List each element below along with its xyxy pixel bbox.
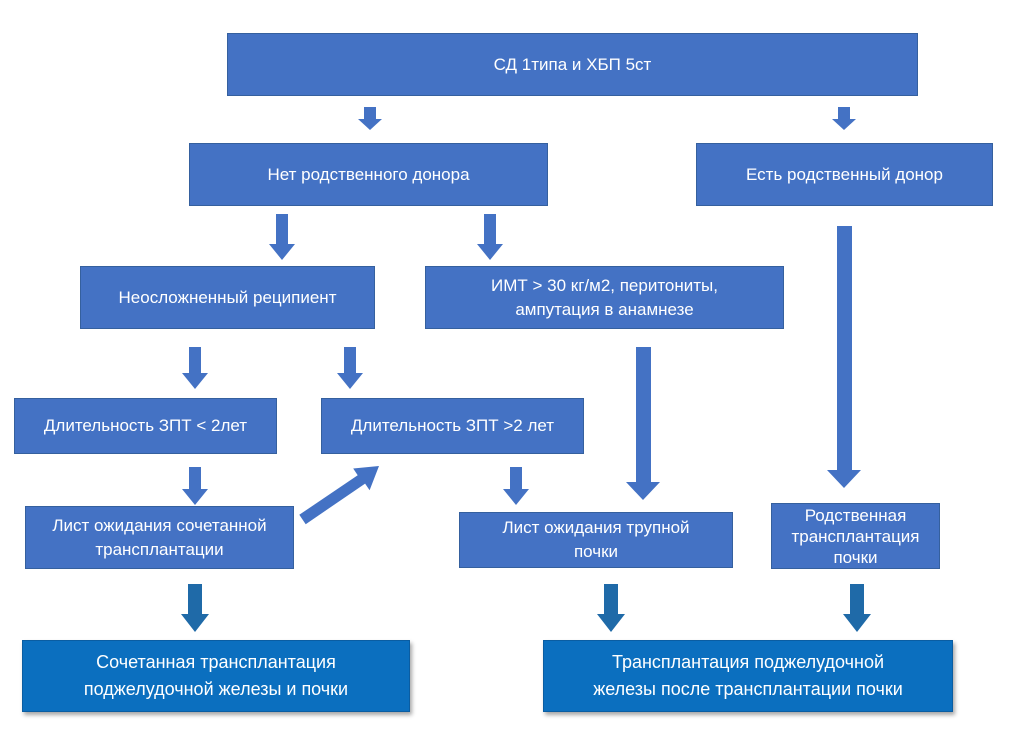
arrow-no-donor-to-imt <box>477 214 503 260</box>
node-pak-tx: Трансплантация поджелудочной железы посл… <box>543 640 953 712</box>
node-rrt-less-2-label: Длительность ЗПТ < 2лет <box>43 416 248 435</box>
node-waitlist-cadaver-line-1: Лист ожидания трупной <box>502 518 690 537</box>
arrow-waitlist-cadaver-to-pak-tx <box>597 584 625 632</box>
arrow-has-donor-to-related-tx <box>827 226 861 488</box>
arrow-root-to-has-donor <box>832 107 856 130</box>
node-no-donor: Нет родственного донора <box>189 143 548 206</box>
node-imt: ИМТ > 30 кг/м2, перитониты, ампутация в … <box>425 266 784 329</box>
node-combined-tx-line-1: Сочетанная трансплантация <box>96 652 336 672</box>
arrow-waitlist-combined-to-combined-tx <box>181 584 209 632</box>
node-related-tx-line-1: Родственная <box>804 505 907 525</box>
node-pak-tx-line-1: Трансплантация поджелудочной <box>611 652 885 672</box>
node-waitlist-cadaver-line-2: почки <box>573 542 619 561</box>
node-root-label: СД 1типа и ХБП 5ст <box>493 54 652 74</box>
node-uncomplicated: Неосложненный реципиент <box>80 266 375 329</box>
arrow-uncomplicated-to-rrt-more <box>337 347 363 389</box>
node-related-tx-line-3: почки <box>833 547 878 567</box>
node-waitlist-cadaver: Лист ожидания трупной почки <box>459 512 733 568</box>
node-rrt-more-2: Длительность ЗПТ >2 лет <box>321 398 584 454</box>
node-pak-tx-line-2: железы после трансплантации почки <box>593 679 903 699</box>
arrow-uncomplicated-to-rrt-less <box>182 347 208 389</box>
node-waitlist-combined-line-2: трансплантации <box>95 539 224 559</box>
node-waitlist-combined-line-1: Лист ожидания сочетанной <box>52 515 267 535</box>
arrow-waitlist-combined-to-rrt-more <box>299 466 379 525</box>
node-uncomplicated-label: Неосложненный реципиент <box>118 287 337 307</box>
arrow-rrt-less-to-waitlist-combined <box>182 467 208 505</box>
node-combined-tx-line-2: поджелудочной железы и почки <box>83 679 349 699</box>
arrow-no-donor-to-uncomplicated <box>269 214 295 260</box>
node-imt-line-2: ампутация в анамнезе <box>515 299 694 319</box>
node-related-tx-line-2: трансплантация <box>791 526 920 546</box>
node-combined-tx: Сочетанная трансплантация поджелудочной … <box>22 640 410 712</box>
node-imt-line-1: ИМТ > 30 кг/м2, перитониты, <box>491 275 718 295</box>
arrow-imt-to-waitlist-cadaver <box>626 347 660 500</box>
node-rrt-less-2: Длительность ЗПТ < 2лет <box>14 398 277 454</box>
arrow-root-to-no-donor <box>358 107 382 130</box>
node-waitlist-combined: Лист ожидания сочетанной трансплантации <box>25 506 294 569</box>
arrow-related-tx-to-pak-tx <box>843 584 871 632</box>
node-has-donor-label: Есть родственный донор <box>746 164 943 184</box>
node-no-donor-label: Нет родственного донора <box>267 164 470 184</box>
arrow-rrt-more-to-waitlist-cadaver <box>503 467 529 505</box>
node-related-tx: Родственная трансплантация почки <box>771 503 940 569</box>
node-rrt-more-2-label: Длительность ЗПТ >2 лет <box>350 416 555 435</box>
node-has-donor: Есть родственный донор <box>696 143 993 206</box>
node-root: СД 1типа и ХБП 5ст <box>227 33 918 96</box>
